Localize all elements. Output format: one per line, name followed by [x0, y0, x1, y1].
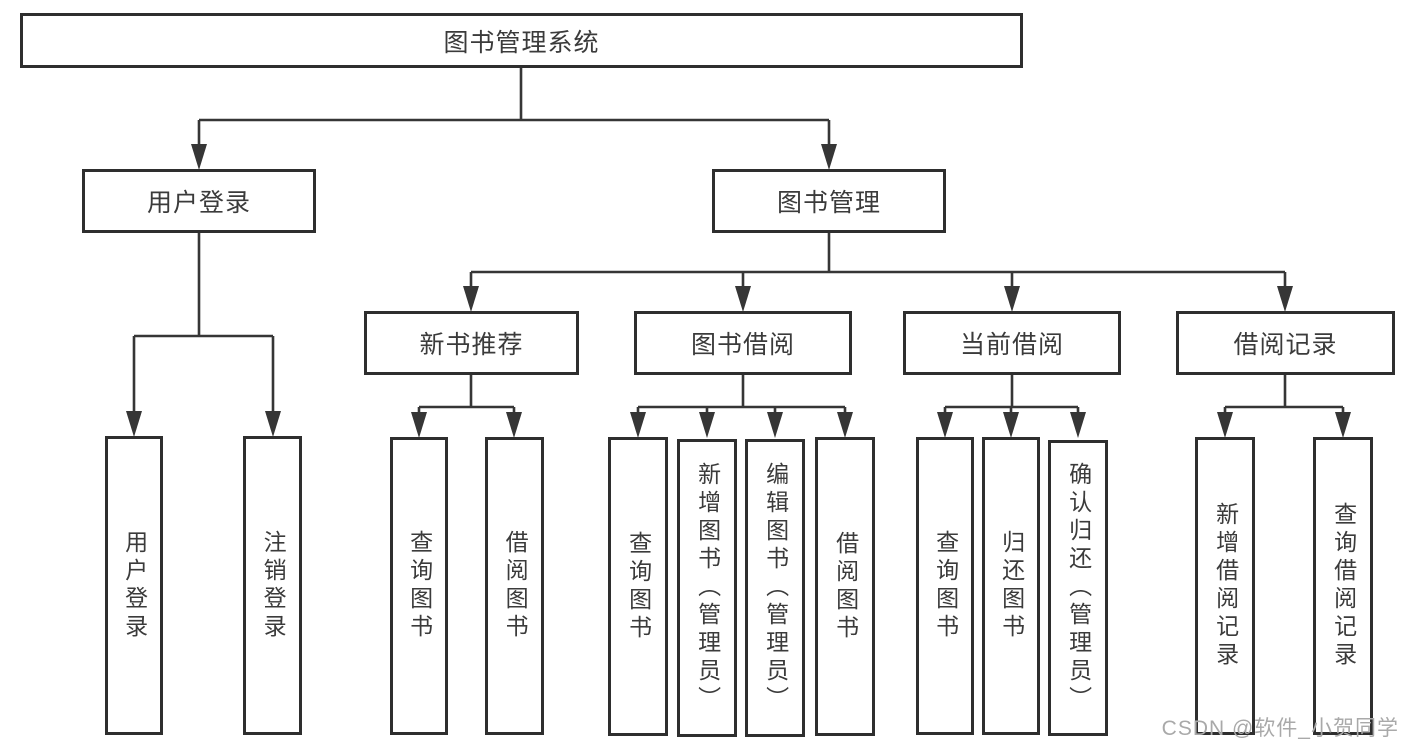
node-book-borrow-label: 图书借阅	[690, 331, 795, 359]
node-user-login: 用户登录	[82, 169, 316, 233]
connector-current-to-leaves	[937, 375, 1086, 438]
node-borrow-records-label: 借阅记录	[1233, 331, 1338, 359]
leaf-query-borrow-record: 查询借阅记录	[1313, 437, 1373, 735]
node-current-borrow: 当前借阅	[903, 311, 1121, 375]
leaf-add-book-admin: 新增图书（管理员）	[677, 439, 737, 737]
connector-records-to-leaves	[1217, 375, 1351, 438]
leaf-edit-book-admin-label: 编辑图书（管理员）	[762, 462, 789, 714]
node-root-label: 图书管理系统	[443, 28, 600, 57]
leaf-add-borrow-record-label: 新增借阅记录	[1212, 502, 1239, 670]
leaf-user-login: 用户登录	[105, 436, 163, 735]
connector-borrow-to-leaves	[630, 375, 853, 438]
csdn-watermark: CSDN @软件_小贺同学	[1161, 717, 1399, 740]
leaf-query-book-2: 查询图书	[608, 437, 668, 736]
leaf-query-book-2-label: 查询图书	[625, 530, 652, 643]
leaf-edit-book-admin: 编辑图书（管理员）	[745, 439, 805, 737]
node-book-management: 图书管理	[712, 169, 946, 233]
node-book-management-label: 图书管理	[776, 189, 881, 217]
connector-newbook-to-leaves	[411, 375, 522, 438]
leaf-borrow-book-1: 借阅图书	[485, 437, 544, 735]
leaf-borrow-book-2: 借阅图书	[815, 437, 875, 736]
node-book-borrow: 图书借阅	[634, 311, 852, 375]
node-new-book-recommend: 新书推荐	[364, 311, 579, 375]
leaf-confirm-return-admin: 确认归还（管理员）	[1048, 440, 1108, 736]
node-borrow-records: 借阅记录	[1176, 311, 1395, 375]
leaf-query-book-3-label: 查询图书	[932, 530, 959, 642]
connector-root-to-level1	[191, 68, 837, 170]
leaf-logout: 注销登录	[243, 436, 302, 735]
leaf-query-book-1-label: 查询图书	[406, 530, 433, 642]
node-user-login-label: 用户登录	[146, 189, 251, 217]
leaf-query-borrow-record-label: 查询借阅记录	[1330, 502, 1357, 670]
leaf-return-book-label: 归还图书	[998, 530, 1025, 642]
connector-management-to-level2	[463, 233, 1293, 312]
node-root: 图书管理系统	[20, 13, 1023, 68]
leaf-add-borrow-record: 新增借阅记录	[1195, 437, 1255, 735]
leaf-borrow-book-2-label: 借阅图书	[832, 530, 859, 643]
leaf-return-book: 归还图书	[982, 437, 1040, 735]
leaf-confirm-return-admin-label: 确认归还（管理员）	[1065, 462, 1092, 714]
leaf-logout-label: 注销登录	[260, 529, 287, 642]
node-new-book-recommend-label: 新书推荐	[419, 331, 524, 359]
leaf-borrow-book-1-label: 借阅图书	[502, 530, 529, 642]
node-current-borrow-label: 当前借阅	[959, 331, 1064, 359]
connector-login-to-leaves	[126, 233, 281, 437]
leaf-add-book-admin-label: 新增图书（管理员）	[694, 462, 721, 714]
leaf-query-book-1: 查询图书	[390, 437, 448, 735]
leaf-query-book-3: 查询图书	[916, 437, 974, 735]
leaf-user-login-label: 用户登录	[121, 529, 148, 642]
